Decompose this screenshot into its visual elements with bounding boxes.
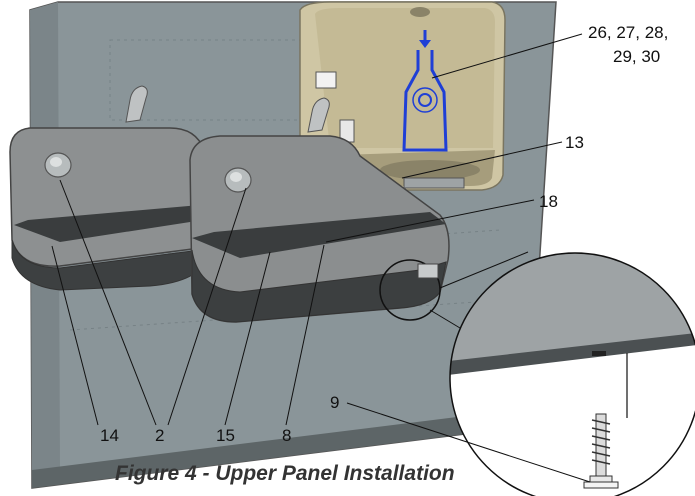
detail-source-circle	[379, 259, 441, 321]
detail-circle	[449, 252, 695, 496]
callout-18: 18	[539, 192, 558, 211]
callout-8: 8	[282, 426, 291, 445]
callout-26-30-line1: 26, 27, 28,	[588, 23, 668, 42]
bottle-icon	[402, 30, 448, 152]
figure-caption: Figure 4 - Upper Panel Installation	[115, 462, 455, 485]
callout-26-30-line2: 29, 30	[613, 47, 660, 66]
callout-2: 2	[155, 426, 164, 445]
callout-15: 15	[216, 426, 235, 445]
leader-lines	[51, 33, 591, 483]
mounting-screw	[583, 413, 619, 489]
left-fountain	[9, 85, 222, 291]
detail-view	[450, 253, 695, 496]
callout-13: 13	[565, 133, 584, 152]
callout-9: 9	[330, 393, 339, 412]
mounting-bracket	[417, 263, 439, 279]
callout-14: 14	[100, 426, 119, 445]
